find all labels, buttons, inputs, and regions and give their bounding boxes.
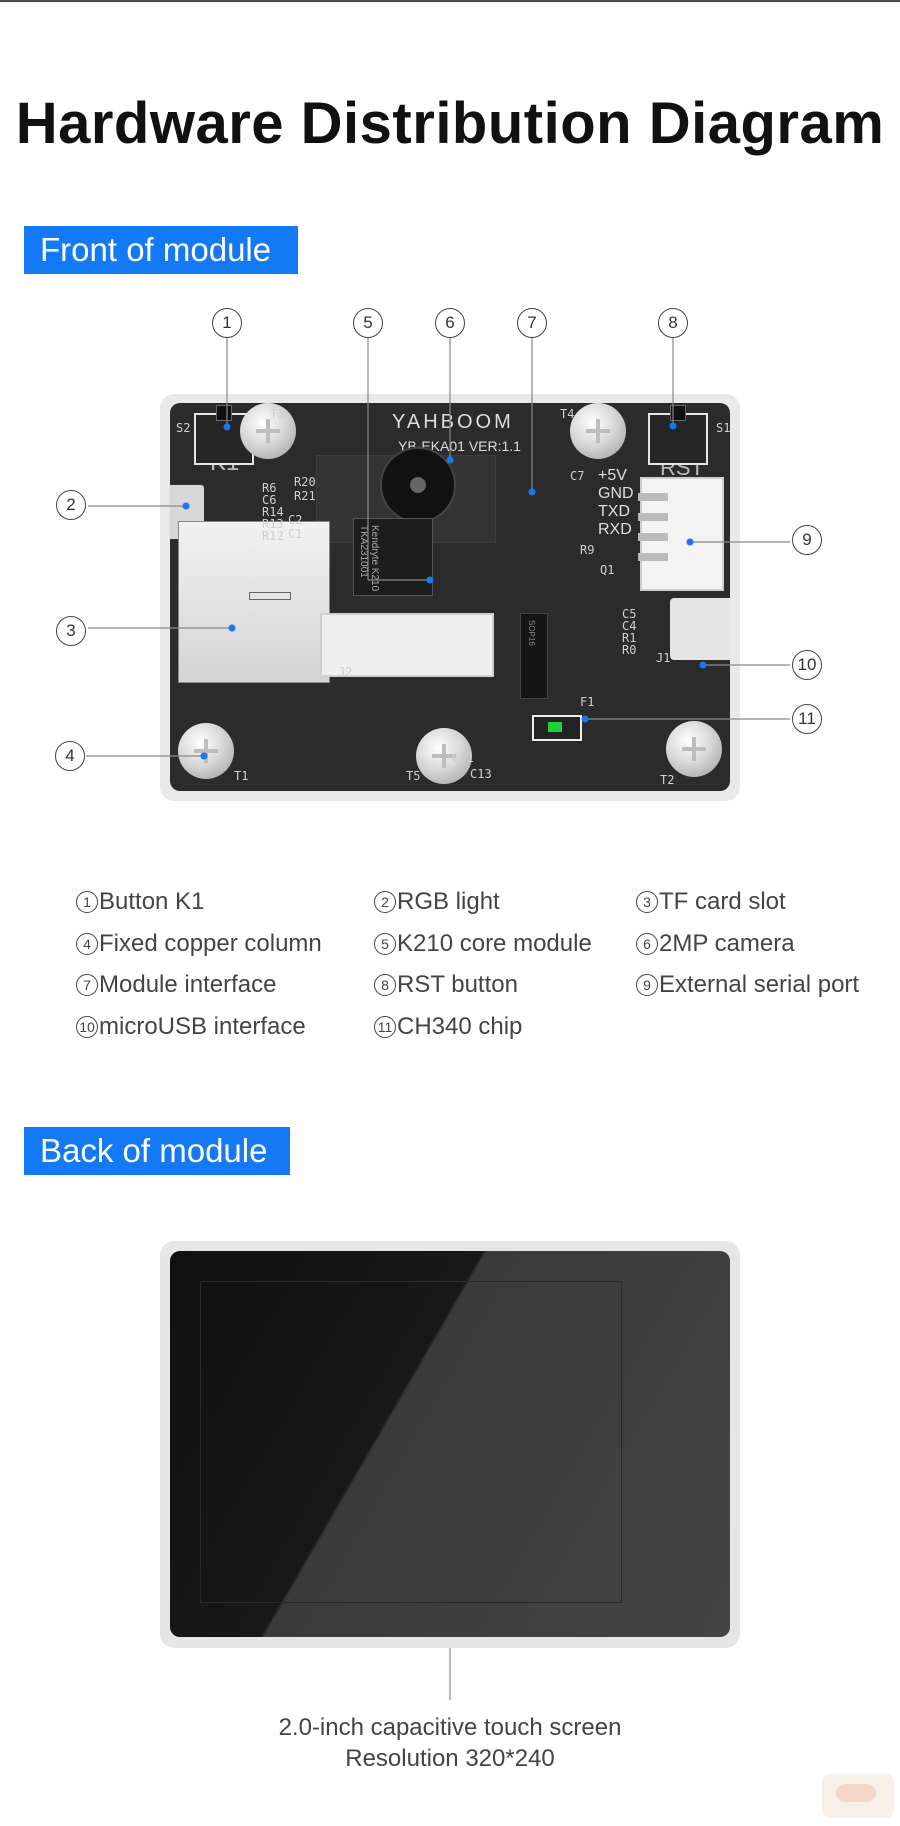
dot-10 bbox=[699, 661, 707, 669]
front-board: YAHBOOM YB-EKA01 VER:1.1 K1 RST Kendryte… bbox=[170, 403, 730, 791]
callout-9: 9 bbox=[792, 525, 822, 555]
ch340-chip: SOP16 bbox=[520, 613, 548, 699]
touch-screen bbox=[170, 1251, 730, 1637]
page-title: Hardware Distribution Diagram bbox=[15, 91, 885, 156]
copper-column-t3 bbox=[240, 403, 296, 459]
dot-4 bbox=[200, 752, 208, 760]
dot-3 bbox=[228, 624, 236, 632]
callout-11: 11 bbox=[792, 704, 822, 734]
external-serial-port bbox=[638, 477, 724, 591]
callout-8: 8 bbox=[658, 308, 688, 338]
serial-pin-labels: +5V GND TXD RXD bbox=[598, 467, 634, 538]
front-section-label: Front of module bbox=[24, 226, 298, 274]
board-brand: YAHBOOM bbox=[392, 411, 514, 433]
watermark-logo bbox=[822, 1774, 894, 1818]
copper-column-t5 bbox=[416, 728, 472, 784]
dot-8 bbox=[669, 422, 677, 430]
dot-5 bbox=[426, 576, 434, 584]
callout-3: 3 bbox=[56, 616, 86, 646]
tf-card-slot bbox=[178, 521, 330, 683]
callout-7: 7 bbox=[517, 308, 547, 338]
top-divider bbox=[0, 0, 900, 2]
callout-6: 6 bbox=[435, 308, 465, 338]
callout-10: 10 bbox=[792, 650, 822, 680]
copper-column-t1 bbox=[178, 723, 234, 779]
back-section-label: Back of module bbox=[24, 1127, 290, 1175]
dot-9 bbox=[686, 538, 694, 546]
dot-7 bbox=[528, 488, 536, 496]
dot-2 bbox=[182, 502, 190, 510]
microusb-port bbox=[670, 598, 730, 660]
k210-core-module: Kendryte K210 TKA231001 bbox=[353, 518, 433, 596]
callout-5: 5 bbox=[353, 308, 383, 338]
copper-column-t4 bbox=[570, 403, 626, 459]
callout-2: 2 bbox=[56, 490, 86, 520]
dot-6 bbox=[446, 456, 454, 464]
dot-11 bbox=[581, 715, 589, 723]
screen-caption-resolution: Resolution 320*240 bbox=[345, 1745, 555, 1772]
screen-active-area bbox=[200, 1281, 622, 1603]
camera-lens bbox=[380, 447, 456, 523]
callout-1: 1 bbox=[212, 308, 242, 338]
copper-column-t2 bbox=[666, 721, 722, 777]
callout-4: 4 bbox=[55, 741, 85, 771]
screen-caption-size: 2.0-inch capacitive touch screen bbox=[278, 1714, 622, 1741]
module-connector bbox=[320, 613, 494, 677]
dot-1 bbox=[223, 423, 231, 431]
power-led bbox=[532, 715, 582, 741]
button-rst bbox=[648, 405, 708, 465]
